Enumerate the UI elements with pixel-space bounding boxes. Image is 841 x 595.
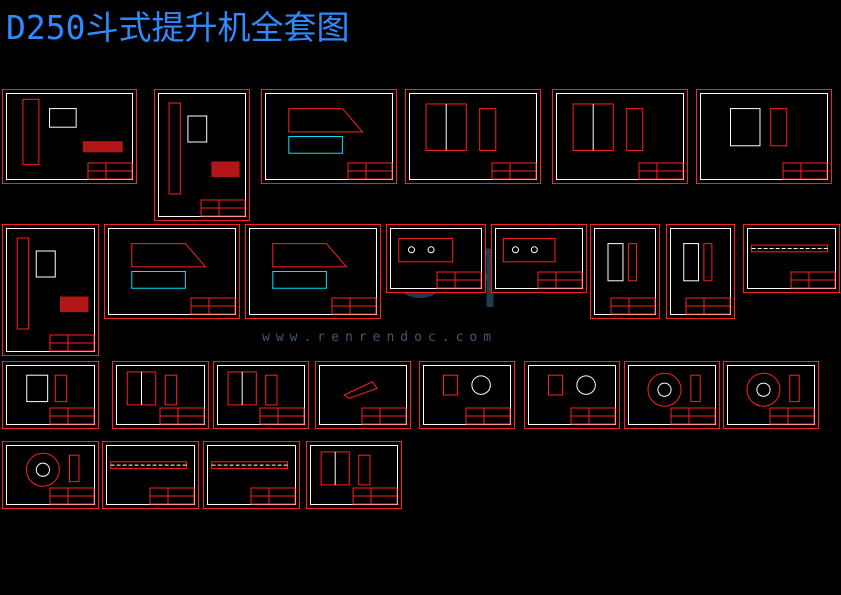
drawing-sheet-thumbnail[interactable] [552,89,688,184]
drawing-sheet-thumbnail[interactable] [261,89,397,184]
sheet-drawing-icon [343,381,407,425]
drawing-sheet-thumbnail[interactable] [590,224,660,319]
sheet-drawing-icon [25,452,95,505]
drawing-sheet-thumbnail[interactable] [419,361,515,429]
drawing-sheet-thumbnail[interactable] [102,441,199,509]
drawing-sheet-thumbnail[interactable] [386,224,486,293]
drawing-sheet-thumbnail[interactable] [624,361,720,429]
drawing-sheet-thumbnail[interactable] [405,89,541,184]
sheet-drawing-icon [211,461,296,505]
drawing-sheet-thumbnail[interactable] [723,361,819,429]
sheet-drawing-icon [126,371,205,425]
drawing-sheet-thumbnail[interactable] [2,361,99,429]
sheet-drawing-icon [320,451,398,505]
sheet-drawing-icon [572,103,684,180]
sheet-drawing-icon [647,372,716,425]
sheet-drawing-icon [227,371,305,425]
drawing-sheet-thumbnail[interactable] [491,224,587,293]
drawing-sheet-thumbnail[interactable] [203,441,300,509]
sheet-drawing-icon [168,102,246,217]
sheet-drawing-icon [398,237,482,289]
drawing-sheet-thumbnail[interactable] [696,89,832,184]
sheet-drawing-icon [607,243,656,315]
drawing-sheet-thumbnail[interactable] [2,224,99,356]
sheet-drawing-icon [683,243,731,315]
drawing-sheet-thumbnail[interactable] [154,89,250,221]
sheet-drawing-icon [16,237,95,352]
sheet-drawing-icon [425,103,537,180]
drawing-sheet-thumbnail[interactable] [666,224,735,319]
sheet-drawing-icon [730,108,828,180]
sheet-border [249,228,377,315]
drawing-sheet-thumbnail[interactable] [112,361,209,429]
sheet-border [6,93,133,180]
sheet-drawing-icon [22,98,133,180]
sheet-border [409,93,537,180]
sheet-drawing-icon [548,374,616,425]
drawing-sheet-thumbnail[interactable] [743,224,840,293]
drawing-sheet-thumbnail[interactable] [2,89,137,184]
drawing-sheet-thumbnail[interactable] [213,361,309,429]
sheet-drawing-icon [502,237,583,289]
sheet-drawing-icon [26,374,95,425]
sheet-drawing-icon [751,244,836,289]
sheet-drawing-icon [746,372,815,425]
sheet-border [265,93,393,180]
drawing-sheet-thumbnail[interactable] [524,361,620,429]
sheet-drawing-icon [443,374,511,425]
drawing-sheet-thumbnail[interactable] [315,361,411,429]
page-title: D250斗式提升机全套图 [6,8,350,47]
sheet-border [390,228,482,289]
watermark-text: www.renrendoc.com [262,330,498,345]
sheet-border [108,228,236,315]
sheet-border [556,93,684,180]
sheet-drawing-icon [110,461,195,505]
drawing-sheet-thumbnail[interactable] [245,224,381,319]
sheet-drawing-icon [288,108,393,180]
drawing-sheet-thumbnail[interactable] [2,441,99,509]
drawing-sheet-thumbnail[interactable] [306,441,402,509]
drawing-sheet-thumbnail[interactable] [104,224,240,319]
sheet-drawing-icon [131,243,236,315]
sheet-drawing-icon [272,243,377,315]
sheet-border [700,93,828,180]
